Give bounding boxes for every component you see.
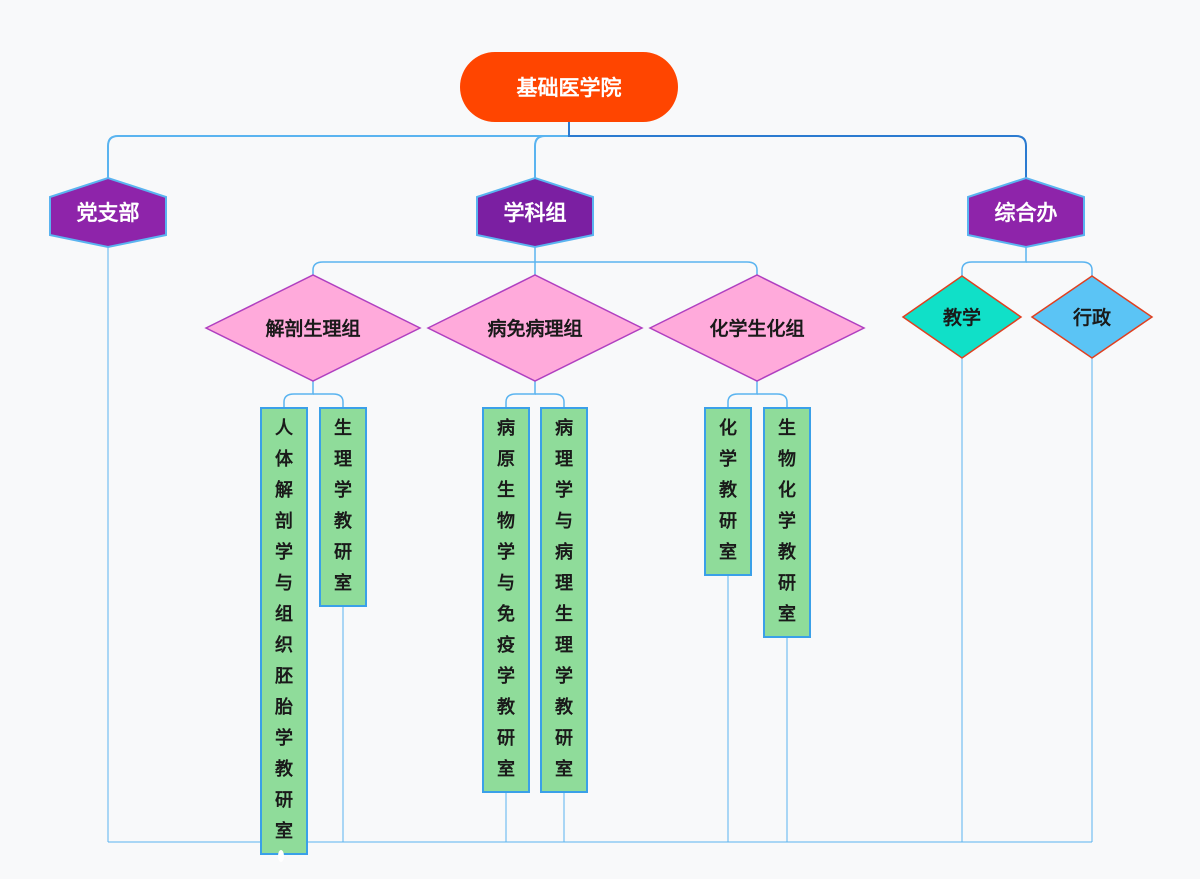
leaf-department-char: 疫 <box>497 634 515 656</box>
branch-discipline-label: 学科组 <box>504 201 567 225</box>
connector-group-leaf <box>757 393 788 408</box>
connector-root-office <box>568 122 1027 180</box>
connector-discipline-group <box>312 247 536 276</box>
leaf-department-char: 研 <box>719 511 737 532</box>
leaf-department-char: 研 <box>778 573 796 594</box>
root-label: 基础医学院 <box>517 76 622 100</box>
branch-discipline[interactable]: 学科组 <box>476 176 594 249</box>
leaf-department-char: 病 <box>555 541 573 563</box>
leaf-department-char: 生 <box>778 417 796 439</box>
leaf-department-char: 织 <box>275 634 293 656</box>
group-pathogen-pathology[interactable]: 病免病理组 <box>426 274 644 382</box>
leaf-department-char: 学 <box>497 665 515 687</box>
leaf-department-char: 室 <box>778 603 796 625</box>
leaf-department-char: 教 <box>555 696 574 718</box>
connector-root-party <box>107 122 570 180</box>
branch-party-label: 党支部 <box>77 201 140 225</box>
group-label: 化学生化组 <box>709 317 804 340</box>
branch-office[interactable]: 综合办 <box>967 176 1085 249</box>
group-label: 解剖生理组 <box>265 317 360 340</box>
leaf-department-char: 学 <box>275 727 293 749</box>
leaf-department-char: 病 <box>555 417 573 439</box>
leaf-department-char: 教 <box>334 510 353 532</box>
leaf-department-char: 人 <box>275 418 294 439</box>
leaf-department-char: 学 <box>719 448 737 470</box>
leaf-department-char: 生 <box>497 479 515 501</box>
leaf-department-char: 免 <box>497 603 515 625</box>
leaf-department-char: 教 <box>778 541 797 563</box>
branch-office-label: 综合办 <box>995 201 1058 225</box>
connector-group-leaf <box>313 393 344 408</box>
office-admin[interactable]: 行政 <box>1030 275 1154 359</box>
drag-handle <box>278 850 284 862</box>
leaf-department-char: 研 <box>334 542 352 563</box>
leaf-department-char: 化 <box>778 479 796 501</box>
leaf-department-char: 学 <box>334 479 352 501</box>
connector-group-leaf <box>727 381 758 408</box>
leaf-department-char: 与 <box>497 573 515 594</box>
leaf-department-char: 室 <box>555 758 573 780</box>
connector-group-leaf <box>505 381 536 408</box>
leaf-department-char: 教 <box>275 758 294 780</box>
leaf-department-char: 病 <box>497 417 515 439</box>
leaf-department-char: 学 <box>555 665 573 687</box>
leaf-department-char: 学 <box>497 541 515 563</box>
leaf-department-char: 室 <box>334 572 352 594</box>
leaf-department-char: 理 <box>334 449 352 470</box>
office-admin-label: 行政 <box>1072 306 1112 329</box>
office-teaching-label: 教学 <box>943 306 981 329</box>
leaf-department-char: 研 <box>555 728 573 749</box>
leaf-department-char: 研 <box>275 790 293 811</box>
leaf-department-char: 学 <box>778 510 796 532</box>
leaf-department-char: 原 <box>497 449 515 470</box>
group-anatomy-physiology[interactable]: 解剖生理组 <box>204 274 422 382</box>
connector-office-item <box>961 247 1027 277</box>
leaf-department-char: 化 <box>719 417 737 439</box>
leaf-department-char: 室 <box>275 820 293 842</box>
connector-root-discipline <box>534 135 569 180</box>
leaf-department-char: 教 <box>497 696 516 718</box>
leaf-department-char: 胎 <box>275 696 293 718</box>
root-node[interactable]: 基础医学院 <box>460 52 678 122</box>
leaf-department-char: 胚 <box>274 666 293 687</box>
leaf-department-char: 理 <box>555 635 573 656</box>
connector-discipline-group <box>535 261 758 276</box>
connectors <box>107 122 1093 854</box>
leaf-department-char: 与 <box>555 511 573 532</box>
leaf-department-char: 解 <box>275 479 293 501</box>
leaf-department-char: 室 <box>497 758 515 780</box>
leaf-department-char: 生 <box>555 603 573 625</box>
office-teaching[interactable]: 教学 <box>901 275 1023 359</box>
leaf-department-char: 学 <box>555 479 573 501</box>
leaf-department-char: 理 <box>555 573 573 594</box>
leaf-department-char: 与 <box>275 573 293 594</box>
leaf-department-char: 物 <box>497 510 515 532</box>
leaf-department-char: 理 <box>555 449 573 470</box>
leaf-department-char: 组 <box>275 603 293 625</box>
leaf-department-char: 剖 <box>275 510 293 532</box>
leaf-department-char: 教 <box>719 479 738 501</box>
connector-group-leaf <box>283 381 314 408</box>
branch-party[interactable]: 党支部 <box>49 176 167 249</box>
leaf-department-char: 体 <box>275 448 294 470</box>
leaf-department-char: 物 <box>778 448 796 470</box>
leaf-department-char: 室 <box>719 541 737 563</box>
leaf-nodes: 人体解剖学与组织胚胎学教研室生理学教研室病原生物学与免疫学教研室病理学与病理生理… <box>260 407 811 855</box>
leaf-department-char: 研 <box>497 728 515 749</box>
leaf-department-char: 学 <box>275 541 293 563</box>
connector-group-leaf <box>535 393 565 408</box>
group-chemistry-biochem[interactable]: 化学生化组 <box>648 274 866 382</box>
leaf-department-char: 生 <box>334 417 352 439</box>
connector-office-item <box>1026 261 1093 277</box>
group-label: 病免病理组 <box>487 317 582 340</box>
